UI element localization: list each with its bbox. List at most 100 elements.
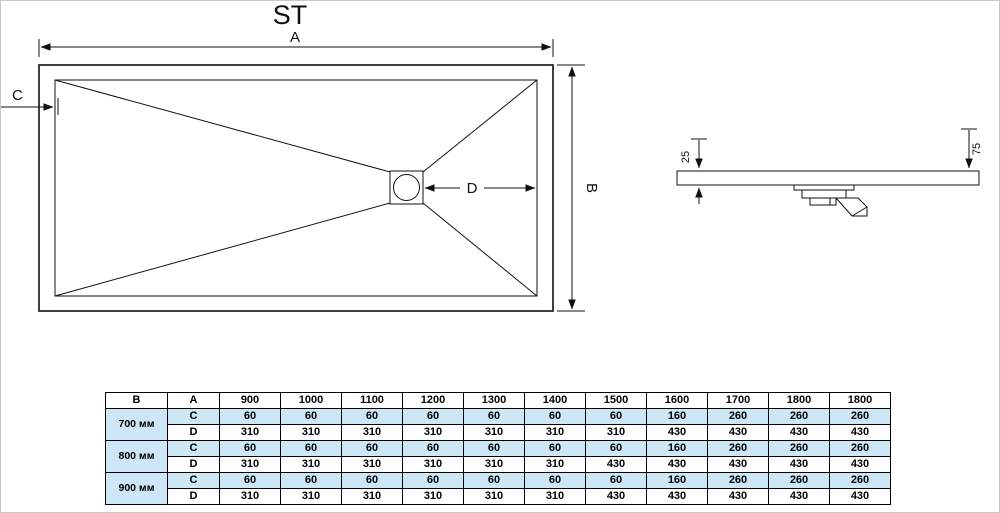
side-profile (676, 170, 980, 186)
value-cell: 430 (768, 424, 830, 441)
value-cell: 430 (646, 488, 708, 505)
value-cell: 260 (707, 472, 769, 489)
header-cell-a-value: 1800 (829, 392, 891, 409)
dimension-b-label: B (583, 183, 600, 193)
value-cell: 60 (219, 408, 281, 425)
value-cell: 160 (646, 472, 708, 489)
value-cell: 310 (280, 488, 342, 505)
dimension-c-label: C (12, 87, 23, 104)
value-cell: 260 (768, 472, 830, 489)
value-cell: 60 (341, 408, 403, 425)
header-cell-a-value: 1500 (585, 392, 647, 409)
row-label-cell: C (167, 408, 220, 425)
value-cell: 60 (402, 440, 464, 457)
value-cell: 430 (585, 456, 647, 473)
value-cell: 60 (524, 440, 586, 457)
header-cell-a-value: 1700 (707, 392, 769, 409)
value-cell: 60 (402, 472, 464, 489)
technical-drawing: ST A B (1, 1, 983, 312)
b-group-cell: 800 мм (105, 440, 168, 473)
value-cell: 310 (402, 424, 464, 441)
value-cell: 60 (280, 408, 342, 425)
dimension-25: 25 (680, 138, 707, 204)
value-cell: 310 (402, 456, 464, 473)
value-cell: 160 (646, 440, 708, 457)
dimension-b: B (557, 64, 600, 312)
value-cell: 310 (402, 488, 464, 505)
value-cell: 260 (768, 440, 830, 457)
value-cell: 60 (585, 472, 647, 489)
dimension-75: 75 (961, 128, 983, 169)
value-cell: 310 (280, 456, 342, 473)
value-cell: 430 (707, 424, 769, 441)
value-cell: 60 (280, 440, 342, 457)
row-label-cell: C (167, 472, 220, 489)
drain-circle (393, 174, 420, 201)
value-cell: 310 (219, 488, 281, 505)
header-cell-a-value: 1200 (402, 392, 464, 409)
b-group-cell: 900 мм (105, 472, 168, 505)
value-cell: 60 (585, 408, 647, 425)
value-cell: 310 (463, 456, 525, 473)
row-label-cell: D (167, 488, 220, 505)
header-cell-a-value: 900 (219, 392, 281, 409)
value-cell: 430 (829, 456, 891, 473)
value-cell: 310 (524, 456, 586, 473)
value-cell: 310 (219, 456, 281, 473)
value-cell: 260 (829, 472, 891, 489)
row-label-cell: D (167, 456, 220, 473)
value-cell: 60 (341, 440, 403, 457)
value-cell: 60 (463, 408, 525, 425)
value-cell: 60 (341, 472, 403, 489)
value-cell: 430 (707, 456, 769, 473)
value-cell: 310 (524, 424, 586, 441)
value-cell: 60 (402, 408, 464, 425)
row-label-cell: D (167, 424, 220, 441)
value-cell: 60 (280, 472, 342, 489)
header-cell-a: A (167, 392, 220, 409)
row-label-cell: C (167, 440, 220, 457)
dimension-c: C (1, 87, 59, 115)
value-cell: 310 (341, 456, 403, 473)
dimension-a: A (38, 29, 554, 57)
value-cell: 60 (463, 472, 525, 489)
value-cell: 430 (646, 456, 708, 473)
value-cell: 260 (707, 408, 769, 425)
value-cell: 310 (524, 488, 586, 505)
page-title: ST (273, 1, 308, 30)
header-cell-b: B (105, 392, 168, 409)
value-cell: 260 (829, 408, 891, 425)
value-cell: 430 (646, 424, 708, 441)
dimension-a-label: A (290, 29, 300, 46)
value-cell: 60 (585, 440, 647, 457)
value-cell: 260 (768, 408, 830, 425)
header-cell-a-value: 1300 (463, 392, 525, 409)
value-cell: 310 (585, 424, 647, 441)
header-cell-a-value: 1000 (280, 392, 342, 409)
b-group-cell: 700 мм (105, 408, 168, 441)
value-cell: 310 (463, 424, 525, 441)
value-cell: 430 (829, 488, 891, 505)
side-view: 25 75 (676, 128, 983, 217)
value-cell: 430 (768, 488, 830, 505)
header-cell-a-value: 1800 (768, 392, 830, 409)
value-cell: 430 (707, 488, 769, 505)
slope-lines (54, 79, 538, 297)
dimension-75-label: 75 (971, 143, 983, 155)
value-cell: 430 (585, 488, 647, 505)
value-cell: 60 (463, 440, 525, 457)
value-cell: 260 (707, 440, 769, 457)
value-cell: 60 (524, 472, 586, 489)
dimension-d: D (424, 178, 536, 197)
value-cell: 60 (219, 472, 281, 489)
header-cell-a-value: 1400 (524, 392, 586, 409)
header-cell-a-value: 1100 (341, 392, 403, 409)
